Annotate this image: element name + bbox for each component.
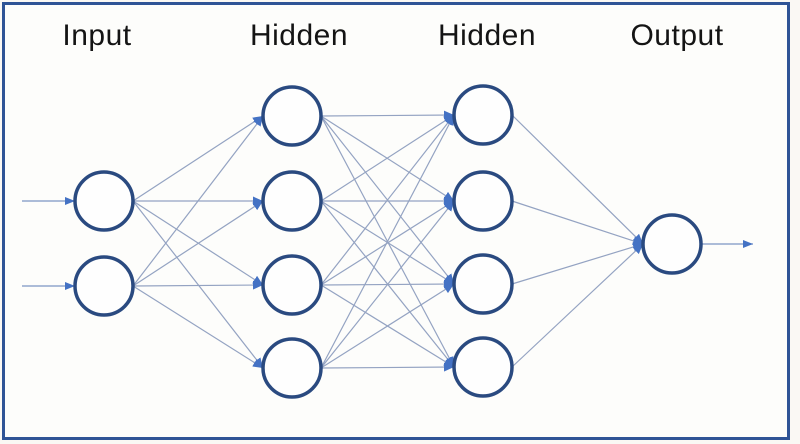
neuron-hidden1 (261, 85, 323, 147)
neuron-hidden1 (261, 170, 323, 232)
connection-line (132, 115, 264, 202)
neuron-input (73, 170, 135, 232)
connection-line (132, 285, 264, 369)
neuron-hidden2 (452, 253, 514, 315)
connection-line (511, 200, 644, 246)
connection-line (511, 114, 644, 245)
connection-line (132, 200, 264, 287)
neuron-hidden2 (452, 336, 514, 398)
layer-label-hidden-2: Hidden (437, 19, 537, 52)
connection-line (320, 114, 455, 369)
connection-line (320, 114, 455, 202)
connection-line (320, 283, 455, 369)
connection-line (320, 114, 455, 286)
neuron-output (641, 213, 703, 275)
layer-label-input: Input (62, 19, 132, 52)
connection-line (320, 362, 455, 372)
neuron-input (73, 255, 135, 317)
connection-line (320, 110, 455, 120)
connection-line (320, 200, 455, 369)
connection-line (511, 242, 644, 285)
connection-line (132, 200, 264, 369)
connection-line (320, 200, 455, 286)
layer-label-output: Output (630, 19, 724, 52)
layer-label-hidden-1: Hidden (249, 19, 349, 52)
neuron-hidden2 (452, 170, 514, 232)
neuron-hidden1 (261, 254, 323, 316)
connection-line (132, 115, 264, 287)
neuron-hidden1 (261, 337, 323, 399)
connection-line (511, 243, 644, 368)
neuron-hidden2 (452, 84, 514, 146)
connection-line (132, 280, 264, 290)
